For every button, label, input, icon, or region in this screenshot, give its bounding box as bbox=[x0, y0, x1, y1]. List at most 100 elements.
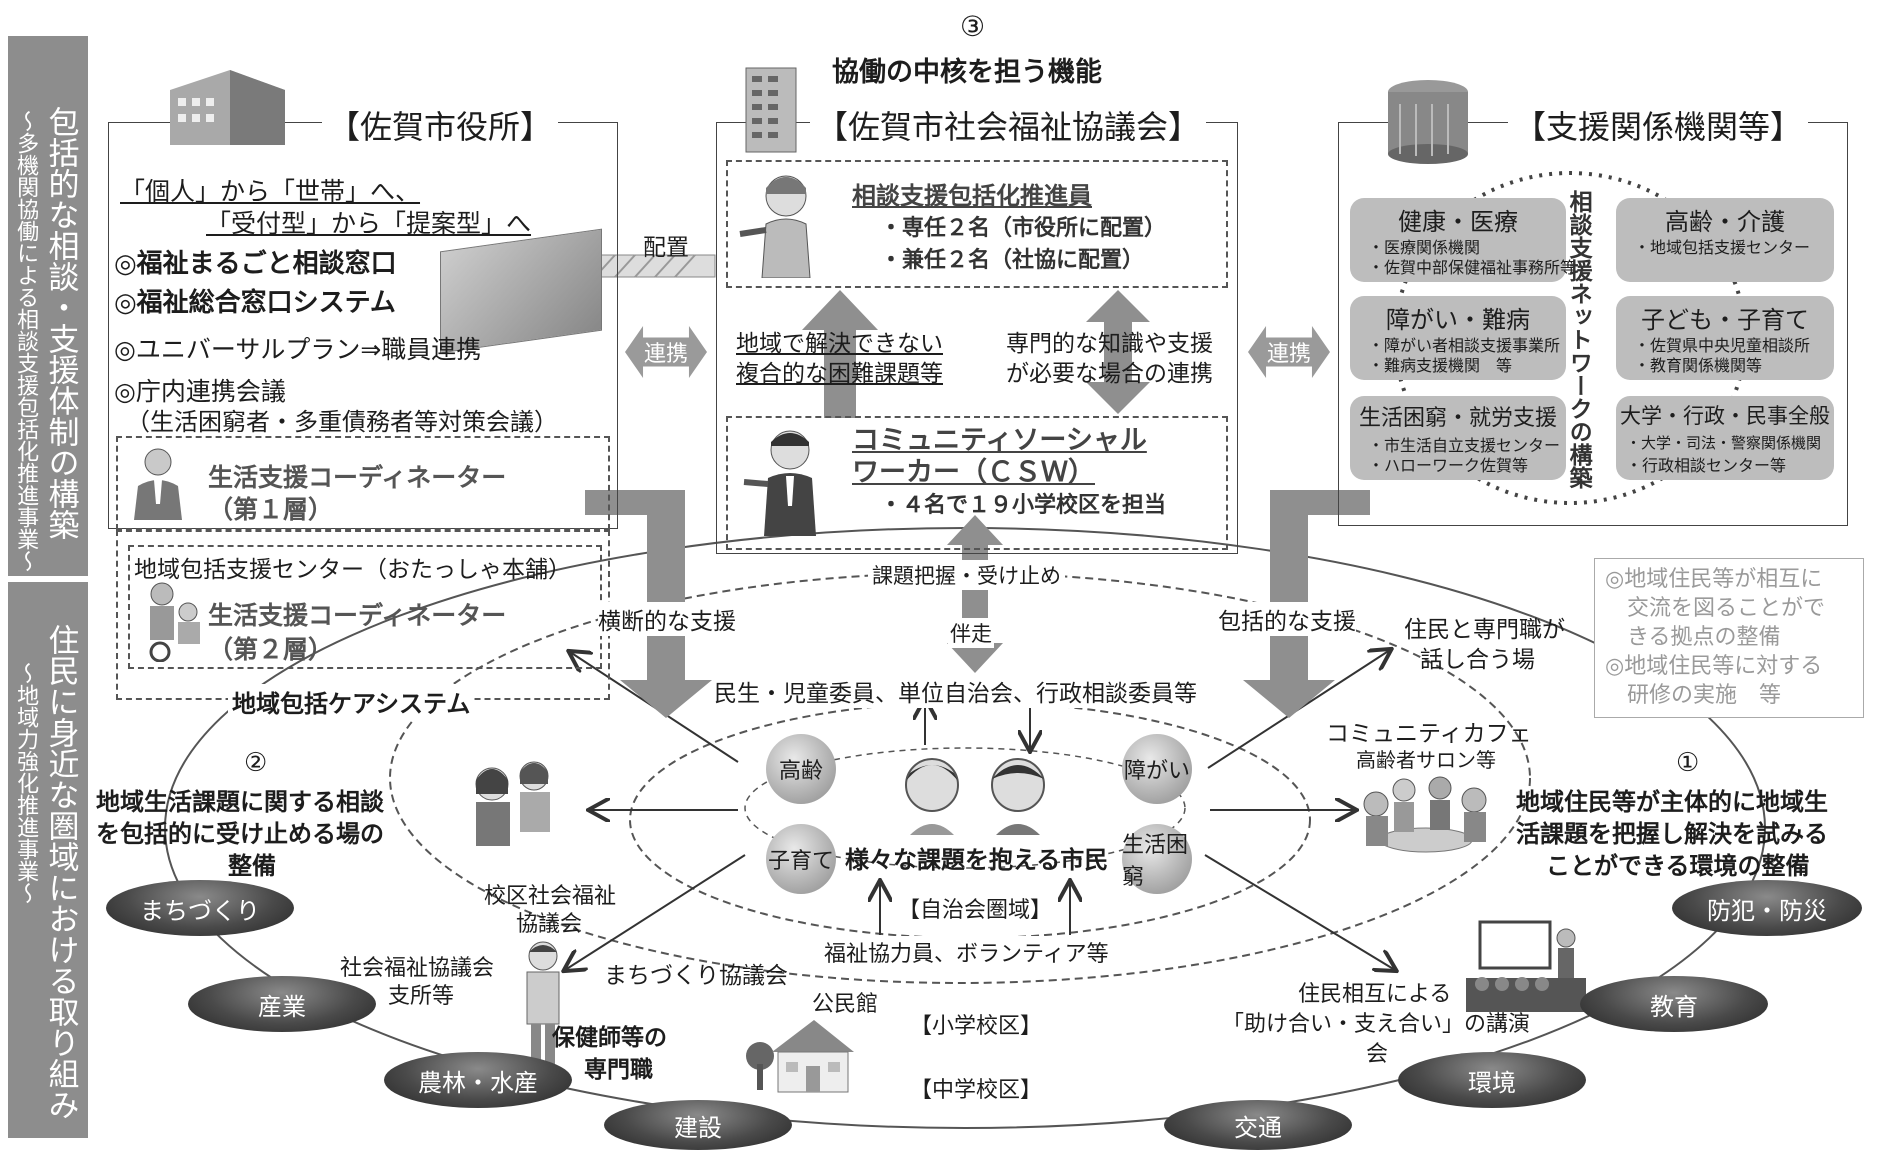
domain-kyouiku: 教育 bbox=[1580, 976, 1768, 1032]
council-right-text1: 専門的な知識や支援 bbox=[1006, 331, 1213, 357]
city-hall-item3: ◎ユニバーサルプラン⇒職員連携 bbox=[114, 335, 482, 364]
domain-kankyou-label: 環境 bbox=[1468, 1068, 1516, 1097]
note-box: ◎地域住民等が相互に 交流を図ることがで きる拠点の整備 ◎地域住民等に対する … bbox=[1594, 558, 1864, 718]
category-children-item1: ・佐賀県中央児童相談所 bbox=[1634, 336, 1811, 355]
area1-line2: 活課題を把握し解決を試みる bbox=[1516, 820, 1828, 848]
city-hall-item1: ◎福祉まるごと相談窓口 bbox=[114, 249, 397, 279]
kadai-label: 課題把握・受け止め bbox=[868, 560, 1065, 590]
csw-box bbox=[726, 416, 1228, 550]
category-children: 子ども・子育て ・佐賀県中央児童相談所 ・教育関係機関等 bbox=[1616, 296, 1834, 380]
man-icon bbox=[128, 444, 184, 520]
csw-line: ・４名で１９小学校区を担当 bbox=[880, 493, 1167, 518]
city-hall-title: 【佐賀市役所】 bbox=[322, 102, 559, 148]
renkei-left-label: 連携 bbox=[643, 342, 688, 367]
council-title: 【佐賀市社会福祉協議会】 bbox=[810, 102, 1207, 148]
hokenshi-label1: 保健師等の bbox=[552, 1025, 667, 1051]
area2-number: ② bbox=[244, 748, 268, 778]
lecture-icon bbox=[1462, 918, 1592, 1014]
city-hall-item4-sub: （生活困窮者・多重債務者等対策会議） bbox=[126, 408, 558, 436]
category-university: 大学・行政・民事全般 ・大学・司法・警察関係機関 ・行政相談センター等 bbox=[1616, 396, 1834, 480]
domain-bouhan-label: 防犯・防災 bbox=[1707, 896, 1827, 925]
network-label: 相談支援ネットワークの構築 bbox=[1565, 190, 1592, 489]
sphere-seikatsu: 生活困窮 bbox=[1122, 824, 1192, 894]
city-hall-item4: ◎庁内連携会議 bbox=[114, 377, 286, 406]
category-health: 健康・医療 ・医療関係機関 ・佐賀中部保健福祉事務所等 bbox=[1350, 198, 1576, 282]
domain-machizukuri: まちづくり bbox=[106, 880, 294, 936]
city-hall-building-icon bbox=[160, 60, 295, 150]
domain-nourin: 農林・水産 bbox=[384, 1052, 572, 1108]
category-disability: 障がい・難病 ・障がい者相談支援事業所 ・難病支援機関 等 bbox=[1350, 296, 1566, 380]
domain-koutsuu: 交通 bbox=[1164, 1100, 1352, 1150]
sphere-kosodate-label: 子育て bbox=[767, 849, 834, 874]
domain-kyouiku-label: 教育 bbox=[1650, 992, 1698, 1021]
promoter-title: 相談支援包括化推進員 bbox=[852, 182, 1092, 210]
coordinator2-b: （第２層） bbox=[208, 635, 334, 664]
core-label: 協働の中核を担う機能 bbox=[832, 57, 1102, 88]
lecture-label1: 住民相互による bbox=[1298, 982, 1452, 1007]
council-right-text2: が必要な場合の連携 bbox=[1006, 361, 1213, 387]
hokenshi-label2: 専門職 bbox=[584, 1057, 653, 1083]
category-disability-item2: ・難病支援機関 等 bbox=[1368, 356, 1513, 375]
left-bar-bottom-sub: 〜地域力強化推進事業〜 bbox=[13, 662, 39, 904]
category-elderly-item1: ・地域包括支援センター bbox=[1634, 238, 1811, 257]
category-poverty-item1: ・市生活自立支援センター bbox=[1368, 436, 1561, 455]
category-poverty: 生活困窮・就労支援 ・市生活自立支援センター ・ハローワーク佐賀等 bbox=[1350, 396, 1566, 480]
domain-sangyou-label: 産業 bbox=[258, 992, 306, 1021]
category-disability-title: 障がい・難病 bbox=[1386, 306, 1530, 334]
left-bar-bottom: 住民に身近な圏域における取り組み 〜地域力強化推進事業〜 bbox=[8, 582, 88, 1138]
center-label: 地域包括支援センター（おたっしゃ本舗） bbox=[134, 557, 571, 583]
chuugakkou-label: 【中学校区】 bbox=[910, 1078, 1043, 1103]
support-building-icon bbox=[1380, 74, 1476, 164]
note-line1: ◎地域住民等が相互に bbox=[1605, 567, 1823, 592]
promoter-line1: ・専任２名（市役所に配置） bbox=[880, 216, 1167, 241]
sphere-shougai-label: 障がい bbox=[1123, 759, 1190, 784]
domain-machizukuri-label: まちづくり bbox=[140, 896, 260, 925]
left-bar-top-main: 包括的な相談・支援体制の構築 bbox=[42, 106, 79, 540]
area2-line2: を包括的に受け止める場の bbox=[96, 820, 384, 848]
domain-kensetsu: 建設 bbox=[604, 1100, 792, 1150]
lecture-label2: 「助け合い・支え合い」の講演 bbox=[1222, 1012, 1531, 1037]
category-health-item1: ・医療関係機関 bbox=[1368, 238, 1481, 257]
csw-title1: コミュニティソーシャル bbox=[852, 425, 1147, 456]
shisho-label2: 支所等 bbox=[388, 984, 455, 1009]
note-line3: きる拠点の整備 bbox=[1605, 625, 1781, 650]
volunteers-label: 福祉協力員、ボランティア等 bbox=[824, 936, 1109, 968]
cafe-label1: コミュニティカフェ bbox=[1326, 721, 1532, 747]
kouku-label1: 校区社会福祉 bbox=[484, 884, 617, 909]
woman-pointing-icon bbox=[736, 166, 826, 279]
category-elderly-title: 高齢・介護 bbox=[1665, 208, 1785, 236]
renkei-right-label: 連携 bbox=[1266, 342, 1311, 367]
coordinator1-a: 生活支援コーディネーター bbox=[208, 463, 507, 492]
caregiver-icon bbox=[140, 580, 210, 663]
csw-title2: ワーカー（ＣＳＷ） bbox=[852, 457, 1095, 488]
note-line5: 研修の実施 等 bbox=[1605, 683, 1782, 708]
sphere-shougai: 障がい bbox=[1122, 734, 1192, 804]
place-label2: 話し合う場 bbox=[1420, 647, 1535, 673]
kouminkan-label: 公民館 bbox=[812, 992, 879, 1017]
minsei-label: 民生・児童委員、単位自治会、行政相談委員等 bbox=[714, 674, 1197, 708]
city-hall-line1: 「個人」から「世帯」へ、 bbox=[120, 177, 421, 206]
lecture-label3: 会 bbox=[1366, 1042, 1389, 1067]
coordinator1-b: （第１層） bbox=[208, 495, 334, 524]
cafe-people-icon bbox=[1356, 770, 1496, 860]
citizens-label: 様々な課題を抱える市民 bbox=[845, 846, 1109, 874]
category-university-item1: ・大学・司法・警察関係機関 bbox=[1626, 434, 1822, 452]
domain-koutsuu-label: 交通 bbox=[1234, 1113, 1282, 1142]
category-university-item2: ・行政相談センター等 bbox=[1626, 456, 1787, 475]
placement-label: 配置 bbox=[643, 235, 689, 261]
shisho-label1: 社会福祉協議会 bbox=[340, 956, 495, 981]
left-bar-bottom-main: 住民に身近な圏域における取り組み bbox=[42, 624, 79, 1120]
area1-number: ① bbox=[1676, 748, 1700, 778]
domain-sangyou: 産業 bbox=[188, 976, 376, 1032]
area2-line3: 整備 bbox=[228, 852, 276, 880]
jichikai-label: 【自治会圏域】 bbox=[898, 898, 1053, 923]
sphere-kourei: 高齢 bbox=[766, 734, 836, 804]
cafe-label2: 高齢者サロン等 bbox=[1356, 748, 1496, 772]
place-label1: 住民と専門職が bbox=[1404, 617, 1565, 643]
csw-man-icon bbox=[740, 422, 828, 536]
city-hall-line2: 「受付型」から「提案型」へ bbox=[206, 209, 532, 238]
area1-line1: 地域住民等が主体的に地域生 bbox=[1516, 788, 1828, 816]
category-university-title: 大学・行政・民事全般 bbox=[1620, 404, 1830, 428]
bansou-label: 伴走 bbox=[948, 618, 994, 648]
category-elderly: 高齢・介護 ・地域包括支援センター bbox=[1616, 198, 1834, 282]
